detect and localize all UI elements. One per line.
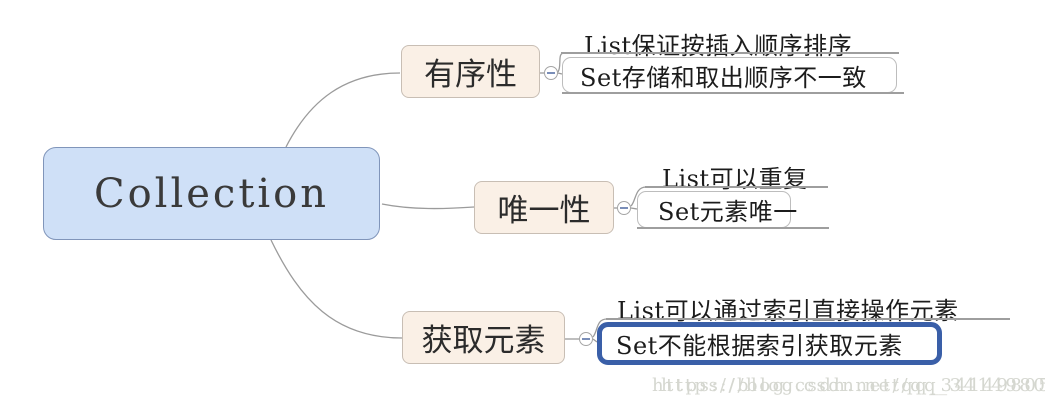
subtopic-set-no-index-access[interactable]: Set不能根据索引获取元素 <box>597 322 942 365</box>
collapse-button-branch1[interactable] <box>544 66 558 80</box>
connector-branch3-child1 <box>592 318 608 338</box>
connector-root-branch3 <box>270 239 403 339</box>
subtopic-underline <box>562 92 904 94</box>
connector-root-branch2 <box>381 203 475 210</box>
watermark-url: https://blog.csdn.net/qq_34149805 <box>652 375 1045 396</box>
watermark-url-ghost: https://blog.csdn.net/qq_34149805 <box>661 375 1045 396</box>
collapse-button-branch2[interactable] <box>617 201 631 215</box>
subtopic-underline <box>645 186 828 188</box>
subtopic-underline <box>606 318 1010 320</box>
subtopic-underline <box>561 52 899 54</box>
subtopic-set-unique[interactable]: Set元素唯一 <box>637 191 797 228</box>
topic-branch-uniqueness[interactable]: 唯一性 <box>474 181 614 234</box>
subtopic-set-order-inconsistent[interactable]: Set存储和取出顺序不一致 <box>562 57 897 93</box>
topic-branch-get-element[interactable]: 获取元素 <box>402 311 565 364</box>
topic-branch-ordering[interactable]: 有序性 <box>401 45 540 98</box>
subtopic-list-insertion-order[interactable]: List保证按插入顺序排序 <box>584 32 853 60</box>
minus-icon <box>582 338 590 340</box>
connector-branch1-child2 <box>557 72 563 75</box>
subtopic-list-duplicates[interactable]: List可以重复 <box>662 165 808 193</box>
connector-branch3-child2 <box>592 338 598 343</box>
topic-root[interactable]: Collection <box>43 147 380 240</box>
subtopic-list-index-access[interactable]: List可以通过索引直接操作元素 <box>617 297 959 325</box>
connector-branch2-child1 <box>630 186 647 207</box>
collapse-button-branch3[interactable] <box>579 332 593 346</box>
minus-icon <box>620 207 628 209</box>
connector-root-branch1 <box>285 72 401 148</box>
minus-icon <box>547 72 555 74</box>
subtopic-underline <box>637 227 829 229</box>
connector-branch2-child2 <box>630 207 638 210</box>
